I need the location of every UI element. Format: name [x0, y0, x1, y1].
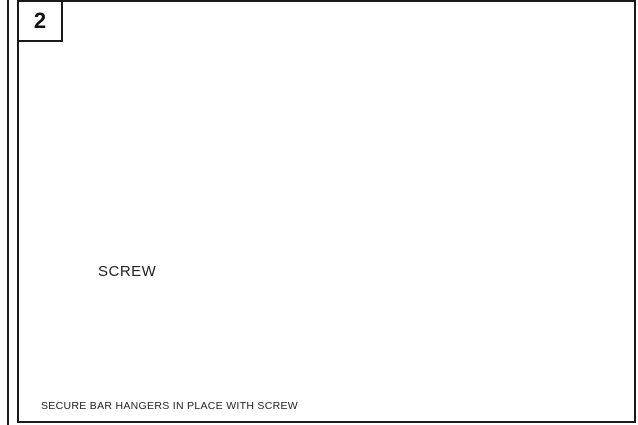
step-panel: 2 SECURE BAR HANGERS IN PLACE WITH SCREW [17, 0, 636, 423]
step-caption: SECURE BAR HANGERS IN PLACE WITH SCREW [41, 400, 299, 412]
step-number-badge: 2 [19, 2, 63, 42]
screw-callout-label: SCREW [98, 263, 157, 280]
previous-panel-edge [0, 0, 9, 425]
